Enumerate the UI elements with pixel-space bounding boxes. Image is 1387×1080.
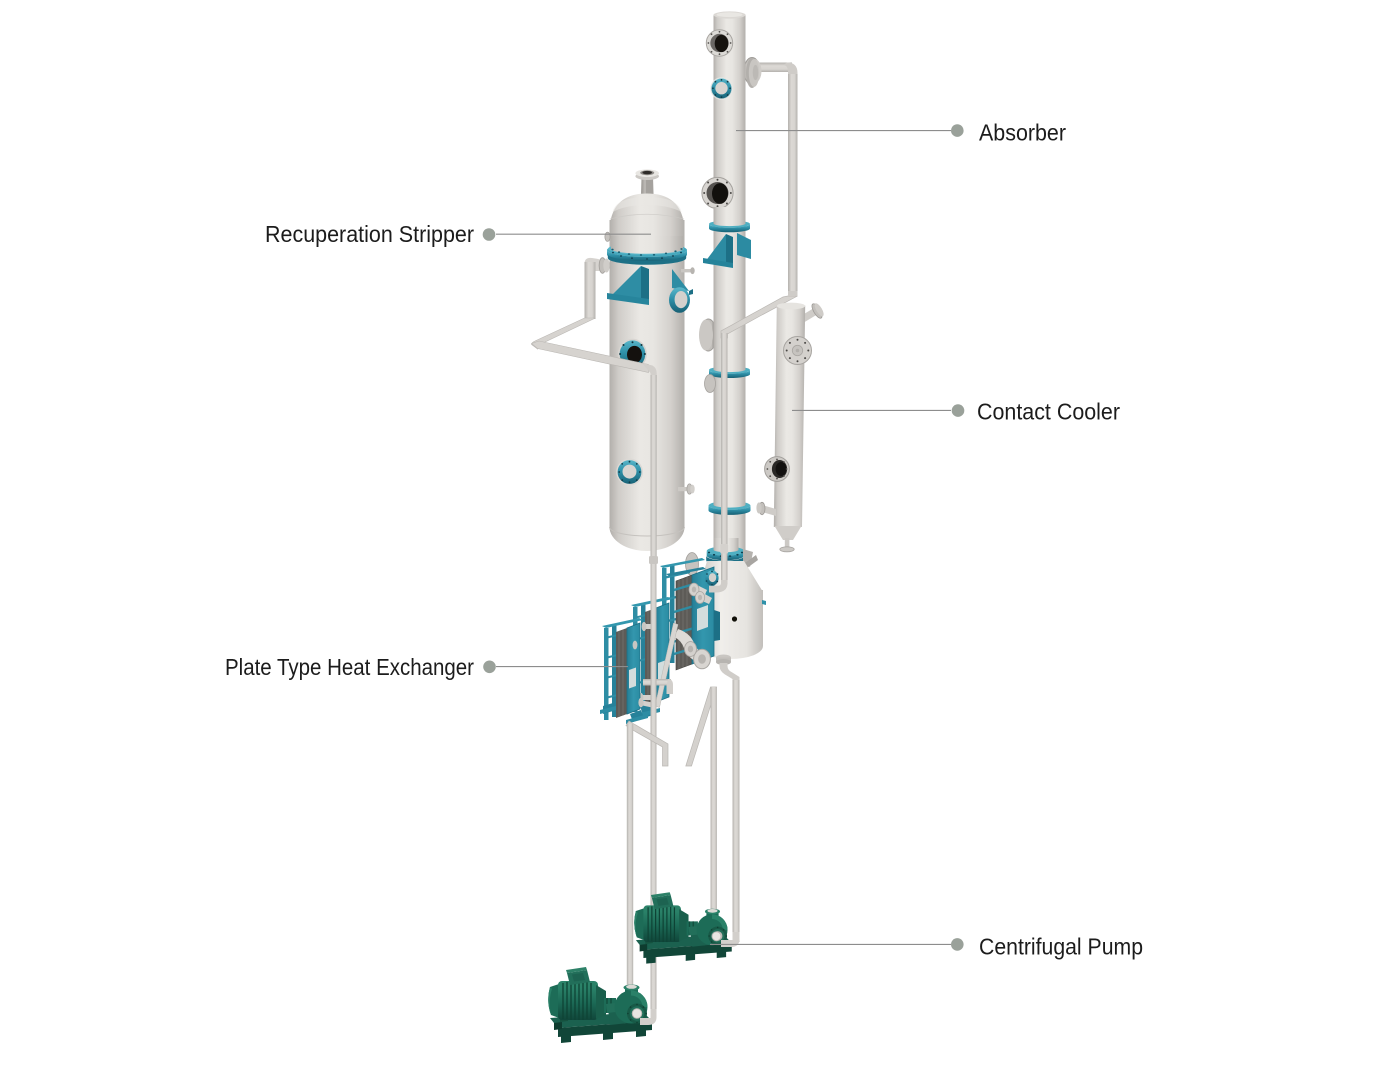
svg-text:Centrifugal Pump: Centrifugal Pump xyxy=(979,933,1143,959)
svg-text:Absorber: Absorber xyxy=(979,119,1066,145)
svg-text:Plate Type Heat Exchanger: Plate Type Heat Exchanger xyxy=(225,654,474,680)
svg-text:Recuperation Stripper: Recuperation Stripper xyxy=(265,221,474,247)
svg-text:Contact Cooler: Contact Cooler xyxy=(977,399,1120,425)
